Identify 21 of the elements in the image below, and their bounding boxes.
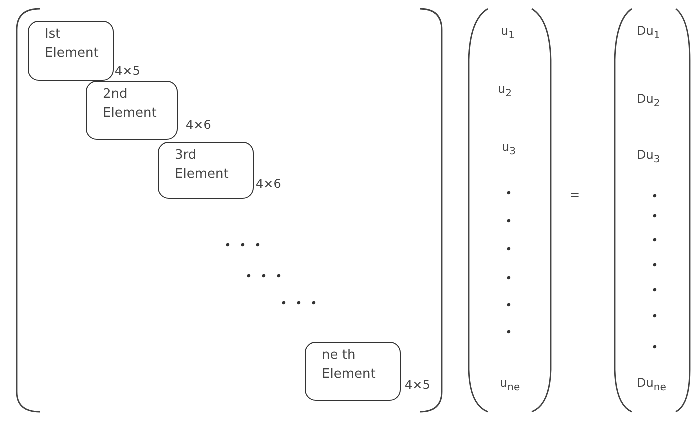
equals-sign: = <box>570 188 580 202</box>
vector-entry: Du$_{3}$ <box>637 148 660 166</box>
element-box <box>86 81 178 140</box>
dimension-label: 4×5 <box>115 64 140 78</box>
vector-entry: Du$_{ne}$ <box>637 376 666 394</box>
element-label: 2nd Element <box>103 86 158 123</box>
element-label: 3rd Element <box>175 147 230 184</box>
dimension-label: 4×6 <box>186 118 212 132</box>
dimension-label: 4×6 <box>256 177 282 191</box>
vector-entry: u$_{ne}$ <box>500 376 520 394</box>
element-label: Ist Element <box>45 26 100 63</box>
vector-entry: Du$_{2}$ <box>637 92 660 110</box>
vector-entry: u$_{3}$ <box>502 140 516 158</box>
vector-entry: u$_{2}$ <box>498 82 512 100</box>
vector-entry: Du$_{1}$ <box>637 24 660 42</box>
element-box <box>305 342 401 401</box>
vector-entry: u$_{1}$ <box>501 24 515 42</box>
dimension-label: 4×5 <box>405 378 430 392</box>
element-box <box>28 21 114 81</box>
element-box <box>158 142 254 199</box>
element-label: ne th Element <box>322 347 377 384</box>
